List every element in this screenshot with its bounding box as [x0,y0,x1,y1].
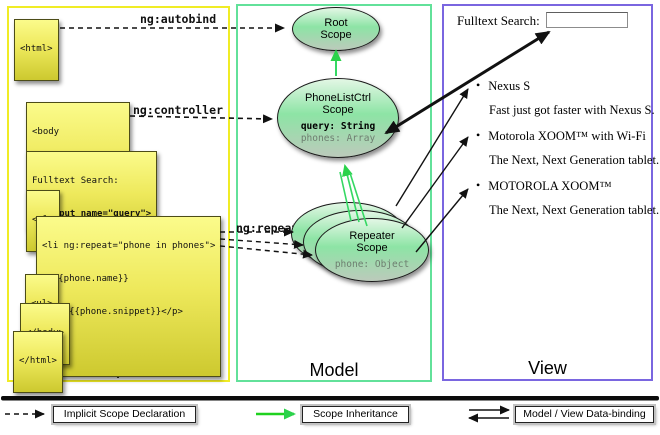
code-box-html-open: <html> [14,19,59,81]
fulltext-search-input[interactable] [546,12,628,28]
code-line: <p>{{phone.snippet}}</p> [42,307,183,317]
view-list-item: • Nexus S [476,79,530,94]
legend-model-view-data-binding: Model / View Data-binding [515,406,654,423]
view-column-title: View [528,358,567,378]
bullet-icon: • [476,178,481,192]
phonelistctrl-scope-ellipse: PhoneListCtrl Scope query: String phones… [277,78,399,158]
code-line: Fulltext Search: [32,176,119,186]
legend-implicit-scope-declaration: Implicit Scope Declaration [53,406,196,423]
scope-name: Scope [320,29,352,41]
scope-name: Scope [322,104,354,116]
view-item-desc: Fast just got faster with Nexus S. [489,103,655,117]
code-line: <html> [20,44,53,54]
legend-separator-bar [1,396,659,401]
repeater-scope-ellipse-front: Repeater Scope phone: Object [315,218,429,282]
code-box-html-close: </html> [13,331,63,393]
ng-controller-label: ng:controller [133,103,224,117]
code-line: <body [32,127,60,137]
model-column [236,4,432,382]
scope-name: Root [324,16,348,29]
scope-prop-phone: phone: Object [334,258,410,270]
code-line: {{phone.name}} [42,274,129,284]
legend-scope-inheritance: Scope Inheritance [302,406,409,423]
view-item-title: MOTOROLA XOOM™ [488,179,612,193]
bullet-icon: • [476,78,481,92]
fulltext-search-label: Fulltext Search: [457,13,540,28]
view-item-desc: The Next, Next Generation tablet. [489,203,660,217]
bullet-icon: • [476,128,481,142]
view-list-item: • MOTOROLA XOOM™ [476,179,612,194]
code-line: <li ng:repeat="phone in phones"> [42,241,216,251]
view-item-title: Motorola XOOM™ with Wi-Fi [488,129,646,143]
ng-repeat-label: ng:repeat [236,221,299,235]
model-column-title: Model [309,360,359,380]
ng-autobind-label: ng:autobind [140,12,217,26]
root-scope-ellipse: Root Scope [292,7,380,51]
scope-name: PhoneListCtrl [304,91,372,104]
scope-name: Repeater [349,229,395,242]
code-line: </html> [19,356,57,366]
scope-prop-query: query: String [300,120,376,132]
scope-name: Scope [356,242,388,254]
view-item-desc: The Next, Next Generation tablet. [489,153,660,167]
view-list-item: • Motorola XOOM™ with Wi-Fi [476,129,646,144]
scope-prop-phones: phones: Array [300,132,376,144]
view-item-title: Nexus S [488,79,531,93]
